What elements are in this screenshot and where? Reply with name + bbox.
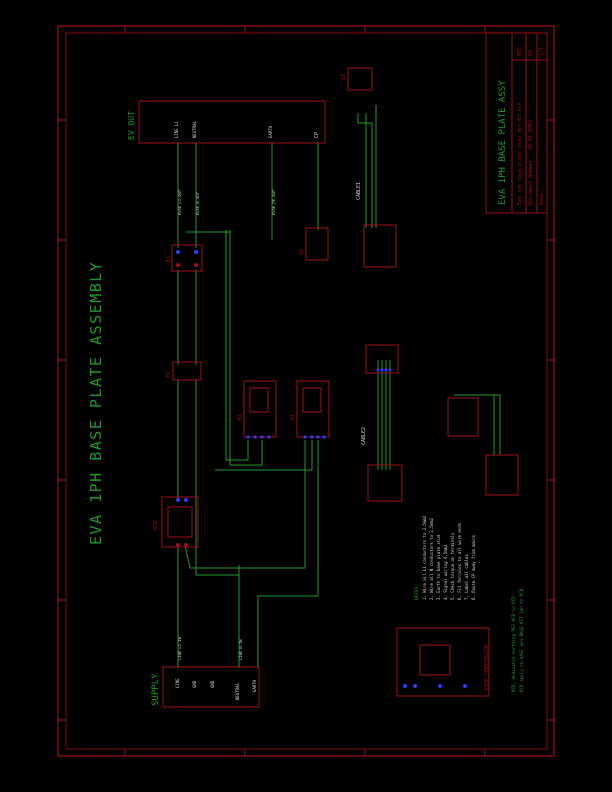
net-label-pe-out: EVSE_PE_OUT [271,189,276,215]
supply-label: SUPPLY [151,673,161,706]
ev-out-label: EV OUT [127,111,136,140]
title-block-rev: 03 [528,50,534,56]
component-rcd: RCD [153,496,199,548]
component-k1: K1 [166,244,203,272]
notes-line-2: 2. Wire all N conductors to 2.5mm2 [429,518,434,600]
ev-out-pin-cp: CP [314,132,320,138]
component-connector-strip [365,344,399,374]
component-x3: X3 [341,67,373,91]
cable2-label: CABLE2 [361,427,367,445]
supply-block: SUPPLY LINE GND GND NEUTRAL EARTH [151,666,260,708]
notes-line-1: 1. Wire all L1 conductors to 2.5mm2 [422,515,427,600]
net-label-n-out: EVSE_N_OUT [195,191,200,215]
component-x2: X2 [299,227,329,261]
component-cable1: CABLE1 [356,182,397,268]
component-x1: X1 [290,380,330,439]
zone-ticks [58,26,554,756]
notes-line-3: 3. Earth to base plate stud [436,534,441,600]
x2-label: X2 [299,249,305,255]
component-relay-right [447,397,519,496]
net-label-n-in: LINE N IN [238,639,243,660]
title-block-sheet: 1/1 [539,47,545,56]
controller-label: EVSE CONTROLLER [484,644,490,690]
supply-pin-gnd-2: GND [210,680,215,688]
supply-pin-gnd-1: GND [192,680,197,688]
notes-header: NOTES: [414,584,420,600]
title-block: EVA 1PH BASE PLATE ASSY Eva_1ph_base_pla… [485,32,548,214]
f1-label: F1 [166,372,172,378]
title-block-rev-label: REV: [517,44,523,56]
x1-label: X1 [290,414,296,420]
notes-block: NOTES: 1. Wire all L1 conductors to 2.5m… [414,515,524,692]
title-block-doc-number: Document Number: [528,157,534,205]
title-block-doc-number-value: 90_01_0003 [528,120,534,150]
notes-footer-1: RCD, dedicated earthing PE2 RCD to RCD. [511,594,516,692]
notes-line-8: 8. Route CP away from mains [471,534,476,600]
sheet-outer-frame [57,25,555,757]
supply-pin-line: LINE [175,678,180,688]
k1-label: K1 [166,256,172,262]
notes-line-7: 7. Label all cables [464,554,469,600]
net-label-line-in: LINE L1 IN [177,636,182,660]
notes-footer-2: RCD apply to BASE and BASE KIT 1ph to RC… [519,586,524,692]
cable1-label: CABLE1 [356,182,362,200]
notes-line-6: 6. Fit ferrules to all wire ends [457,522,462,600]
notes-line-4: 4. Signal wiring 0.5mm2 [443,544,448,600]
x3-label: X3 [341,74,347,80]
k2-label: K2 [237,414,243,420]
notes-line-5: 5. Check torque on terminals [450,532,455,600]
component-k2: K2 [237,380,277,439]
title-block-title: EVA 1PH BASE PLATE ASSY [498,80,508,205]
net-label-l1-out: EVSE_L1_OUT [177,189,182,215]
supply-pin-neutral: NEUTRAL [235,683,240,700]
component-controller: EVSE CONTROLLER [396,627,490,697]
component-f1: F1 [166,361,202,381]
ev-out-pin-earth: EARTH [268,125,273,138]
wires [177,105,501,667]
supply-pin-earth: EARTH [252,679,257,692]
main-title: EVA 1PH BASE PLATE ASSEMBLY [87,261,105,545]
component-cable2: CABLE2 [361,427,403,502]
ev-out-pin-neutral: NEUTRAL [192,121,197,138]
ev-out-block: EV OUT LINE L1 NEUTRAL EARTH CP [127,100,326,144]
title-block-filename: Eva_1ph_base_plate_assy_Rev_03.sch [517,103,523,205]
sheet-inner-frame [65,32,548,750]
ev-out-pin-line: LINE L1 [174,121,179,138]
title-block-date-label: Date: [539,190,545,205]
rcd-label: RCD [153,521,159,530]
